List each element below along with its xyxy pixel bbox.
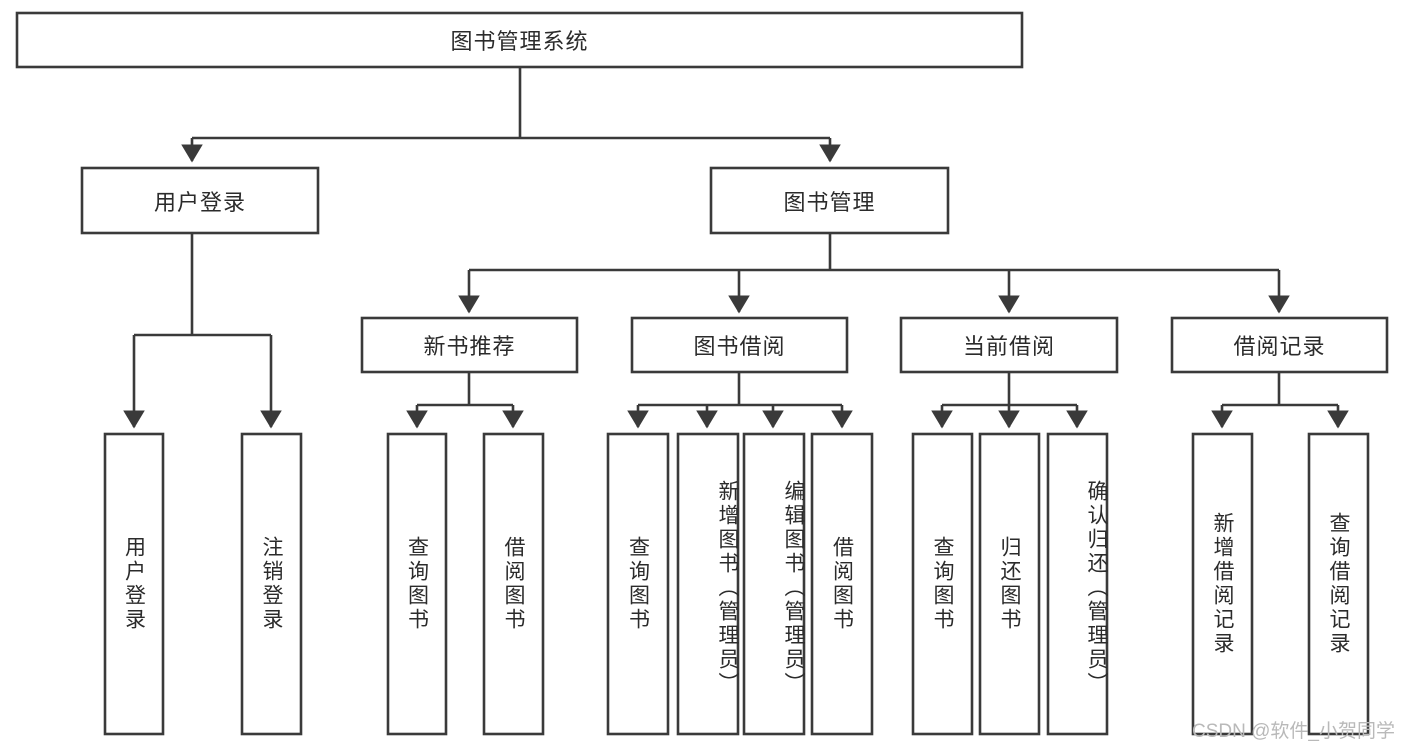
node-leaf-add-borrow-record[interactable] xyxy=(1191,432,1254,736)
node-book-management[interactable] xyxy=(709,166,950,235)
node-leaf-confirm-return[interactable] xyxy=(1046,432,1109,736)
node-leaf-query-borrow-record[interactable] xyxy=(1307,432,1370,736)
node-leaf-query-book-bb[interactable] xyxy=(606,432,670,736)
connector-layer xyxy=(123,67,1349,429)
node-leaf-query-book-nbr[interactable] xyxy=(386,432,448,736)
node-current-borrow[interactable] xyxy=(899,316,1119,374)
node-leaf-return-book[interactable] xyxy=(978,432,1041,736)
node-user-login[interactable] xyxy=(80,166,320,235)
node-layer xyxy=(15,11,1389,736)
node-new-book-recommend[interactable] xyxy=(360,316,579,374)
node-leaf-query-book-cb[interactable] xyxy=(911,432,974,736)
node-leaf-user-login[interactable] xyxy=(103,432,165,736)
node-leaf-edit-book[interactable] xyxy=(742,432,806,736)
node-borrow-record[interactable] xyxy=(1170,316,1389,374)
node-book-borrow[interactable] xyxy=(630,316,849,374)
node-leaf-add-book[interactable] xyxy=(676,432,740,736)
node-root-library-system[interactable] xyxy=(15,11,1024,69)
node-leaf-logout[interactable] xyxy=(240,432,303,736)
node-leaf-borrow-book-nbr[interactable] xyxy=(482,432,545,736)
node-leaf-borrow-book-bb[interactable] xyxy=(810,432,874,736)
